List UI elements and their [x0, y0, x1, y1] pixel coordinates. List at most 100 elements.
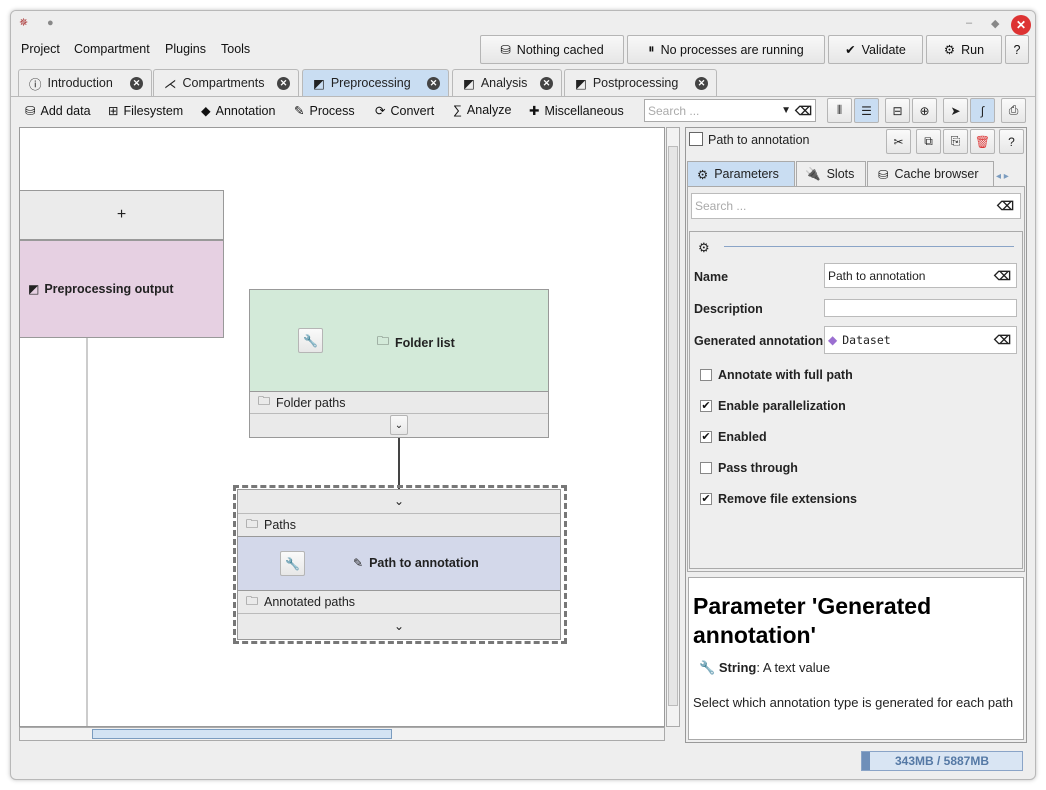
tab-preprocessing[interactable]: ◩Preprocessing ✕	[302, 69, 449, 96]
tab-compartments[interactable]: ⋌Compartments ✕	[153, 69, 299, 96]
help-icon: ?	[1008, 134, 1015, 149]
close-tab-icon[interactable]: ✕	[695, 76, 708, 90]
parameter-search-input[interactable]: Search ... ⌫	[691, 193, 1021, 219]
chevron-down-icon[interactable]: ⌄	[238, 613, 560, 639]
horizontal-scrollbar[interactable]	[19, 727, 665, 741]
panel-tab-cache-browser[interactable]: ⛁Cache browser	[867, 161, 994, 186]
wrench-icon: 🔧	[285, 556, 300, 571]
name-field[interactable]: Path to annotation ⌫	[824, 263, 1017, 288]
clear-field-icon[interactable]: ⌫	[994, 333, 1011, 347]
path-to-annotation-node[interactable]: ⌄ 🗀 Paths 🔧 ✎ Path to annotation 🗀 Annot…	[237, 489, 561, 640]
paste-button[interactable]: ⎘	[943, 129, 968, 154]
node-color-swatch	[689, 132, 703, 146]
select-tool-button[interactable]: ➤	[943, 98, 968, 123]
horizontal-scroll-thumb[interactable]	[92, 729, 392, 739]
checkbox-enabled[interactable]: ✔ Enabled	[700, 430, 767, 444]
menu-project[interactable]: Project	[21, 42, 60, 56]
chevron-down-icon[interactable]: ⌄	[390, 415, 408, 435]
compartment-icon: ◩	[575, 76, 587, 91]
close-tab-icon[interactable]: ✕	[540, 76, 553, 90]
compartment-icon: ◩	[463, 76, 475, 91]
help-button[interactable]: ?	[1005, 35, 1029, 64]
process-status-button[interactable]: ⏸No processes are running	[627, 35, 825, 64]
graph-canvas[interactable]: + ◩ Preprocessing output 🔧 🗀 Folder list…	[19, 127, 665, 727]
menu-compartment[interactable]: Compartment	[74, 42, 150, 56]
miscellaneous-menu[interactable]: ✚Miscellaneous	[529, 103, 624, 119]
close-tab-icon[interactable]: ✕	[130, 76, 143, 90]
output-slot-folder-paths[interactable]: 🗀 Folder paths	[250, 391, 548, 413]
input-slot-paths[interactable]: 🗀 Paths	[238, 514, 560, 536]
add-slot-icon[interactable]: +	[116, 206, 127, 223]
output-node[interactable]: ◩ Preprocessing output	[20, 240, 224, 338]
vertical-scrollbar[interactable]	[666, 127, 680, 727]
auto-layout-button[interactable]: ⊟	[885, 98, 910, 123]
clear-search-icon[interactable]: ⌫	[795, 103, 812, 118]
memory-indicator[interactable]: 343MB / 5887MB	[861, 751, 1023, 771]
checkbox[interactable]	[700, 369, 712, 381]
vertical-scroll-thumb[interactable]	[668, 146, 678, 706]
checkbox-enable-parallelization[interactable]: ✔ Enable parallelization	[700, 399, 846, 413]
curve-icon: ∫	[980, 103, 985, 118]
chevron-down-icon[interactable]: ⌄	[238, 490, 560, 514]
chevron-down-icon[interactable]: ▼	[781, 105, 792, 116]
close-tab-icon[interactable]: ✕	[277, 76, 290, 90]
cache-status-button[interactable]: ⛁Nothing cached	[480, 35, 624, 64]
export-button[interactable]: ⎙	[1001, 98, 1026, 123]
minimize-button[interactable]: –	[966, 17, 973, 29]
checkbox-annotate-full-path[interactable]: Annotate with full path	[700, 368, 853, 382]
layout-horizontal-button[interactable]: ☰	[854, 98, 879, 123]
process-menu[interactable]: ✎Process	[294, 103, 355, 119]
wand-icon: ✎	[294, 104, 305, 118]
validate-button[interactable]: ✔Validate	[828, 35, 923, 64]
pin-icon[interactable]: ●	[47, 17, 54, 29]
checkbox[interactable]	[700, 462, 712, 474]
panel-tab-slots[interactable]: 🔌Slots	[796, 161, 866, 186]
convert-menu[interactable]: ⟳Convert	[375, 103, 435, 119]
analyze-menu[interactable]: ∑Analyze	[453, 103, 512, 117]
add-data-menu[interactable]: ⛁Add data	[25, 103, 91, 119]
delete-button[interactable]: 🗑	[970, 129, 995, 154]
center-view-button[interactable]: ⊕	[912, 98, 937, 123]
toolbar-search-input[interactable]: Search ... ▼ ⌫	[644, 99, 816, 122]
checkbox[interactable]: ✔	[700, 431, 712, 443]
checkbox[interactable]: ✔	[700, 493, 712, 505]
checkbox-pass-through[interactable]: Pass through	[700, 461, 798, 475]
checkbox-remove-extensions[interactable]: ✔ Remove file extensions	[700, 492, 857, 506]
curve-tool-button[interactable]: ∫	[970, 98, 995, 123]
tab-analysis[interactable]: ◩Analysis ✕	[452, 69, 562, 96]
doc-heading: Parameter 'Generated annotation'	[693, 593, 932, 648]
plug-icon: 🔌	[805, 166, 821, 181]
help-button[interactable]: ?	[999, 129, 1024, 154]
node-settings-button[interactable]: 🔧	[280, 551, 305, 576]
description-field[interactable]	[824, 299, 1017, 317]
menu-plugins[interactable]: Plugins	[165, 42, 206, 56]
clear-field-icon[interactable]: ⌫	[994, 268, 1011, 283]
annotation-menu[interactable]: ◆Annotation	[201, 103, 276, 119]
generated-annotation-field[interactable]: ◆ Dataset ⌫	[824, 326, 1017, 354]
tag-icon: ◆	[201, 104, 211, 118]
tab-scroll-arrows[interactable]: ◂ ▸	[996, 171, 1009, 182]
checkbox[interactable]: ✔	[700, 400, 712, 412]
clear-search-icon[interactable]: ⌫	[997, 199, 1014, 213]
section-divider	[724, 246, 1014, 247]
filesystem-menu[interactable]: ⊞Filesystem	[108, 103, 184, 119]
node-settings-button[interactable]: 🔧	[298, 328, 323, 353]
panel-tab-parameters[interactable]: ⚙Parameters	[687, 161, 795, 186]
copy-button[interactable]: ⧉	[916, 129, 941, 154]
layout-vertical-button[interactable]: ⫴	[827, 98, 852, 123]
compartment-icon: ◩	[313, 76, 325, 91]
output-edge	[86, 338, 88, 726]
folder-list-node[interactable]: 🔧 🗀 Folder list 🗀 Folder paths ⌄	[249, 289, 549, 438]
close-window-button[interactable]: ✕	[1011, 15, 1031, 35]
output-node-input-area[interactable]: +	[20, 190, 224, 240]
menu-tools[interactable]: Tools	[221, 42, 251, 56]
maximize-button[interactable]: ◆	[991, 18, 1000, 30]
close-tab-icon[interactable]: ✕	[427, 76, 440, 90]
cut-button[interactable]: ✂	[886, 129, 911, 154]
run-button[interactable]: ⚙Run	[926, 35, 1002, 64]
output-slot-annotated-paths[interactable]: 🗀 Annotated paths	[238, 591, 560, 613]
gear-icon: ⚙	[943, 43, 956, 57]
layout-icon: ⊟	[892, 103, 903, 118]
tab-postprocessing[interactable]: ◩Postprocessing ✕	[564, 69, 717, 96]
